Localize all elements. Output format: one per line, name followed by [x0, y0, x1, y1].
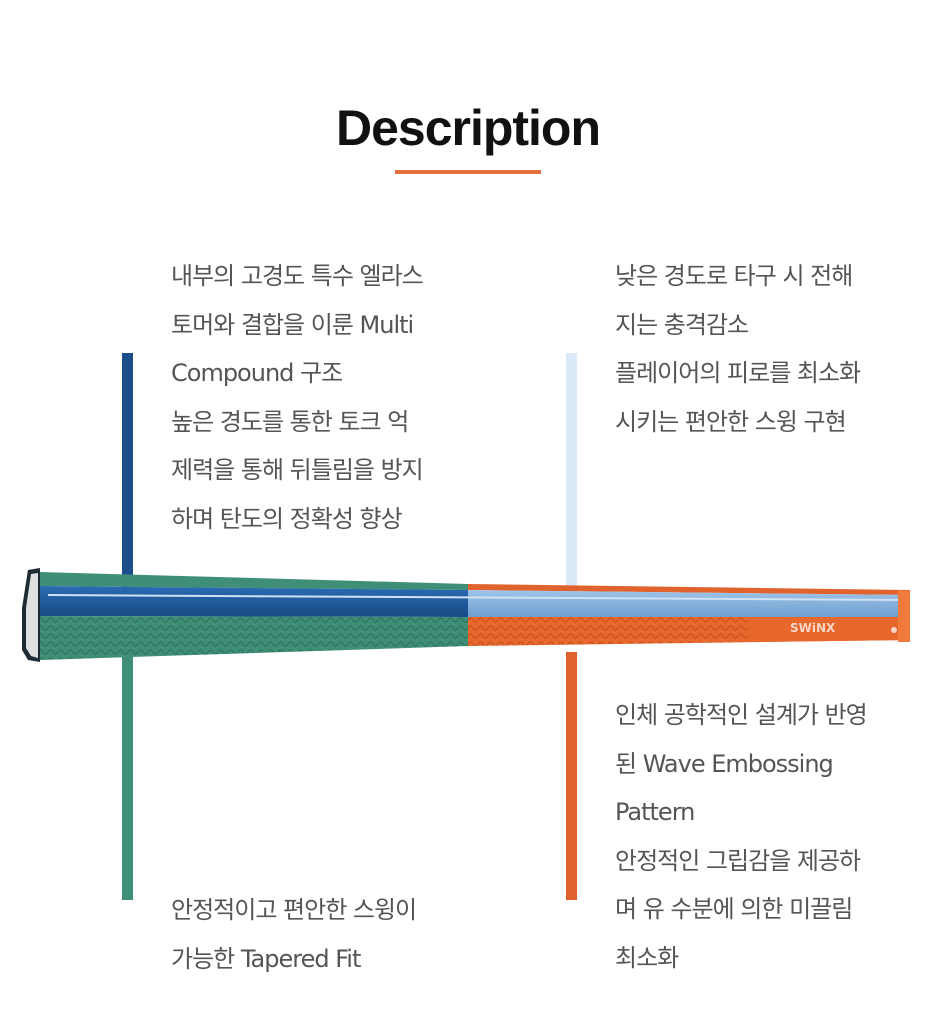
golf-grip-cutaway-illustration: SWiNX	[22, 568, 911, 662]
title-underline	[395, 170, 541, 174]
description-line: 내부의 고경도 특수 엘라스	[171, 262, 424, 290]
description-line: 토머와 결합을 이룬 Multi	[171, 310, 414, 339]
description-line: 안정적이고 편안한 스윙이	[171, 896, 417, 924]
description-line: 낮은 경도로 타구 시 전해	[615, 262, 853, 290]
description-line: 안정적인 그립감을 제공하	[615, 846, 861, 875]
description-low-hardness: 낮은 경도로 타구 시 전해 지는 충격감소 플레이어의 피로를 최소화 시키는…	[615, 252, 861, 446]
grip-logo: SWiNX	[790, 621, 836, 635]
description-line: 지는 충격감소	[615, 310, 749, 339]
callout-line-tapered-fit	[122, 652, 133, 900]
description-inner-structure: 내부의 고경도 특수 엘라스 토머와 결합을 이룬 Multi Compound…	[171, 252, 424, 543]
description-line: 높은 경도를 통한 토크 억	[171, 407, 409, 436]
description-line: 플레이어의 피로를 최소화	[615, 359, 861, 387]
callout-line-inner-structure	[122, 353, 133, 603]
description-line: 최소화	[615, 943, 679, 972]
callout-line-low-hardness	[566, 353, 577, 603]
description-line: 가능한 Tapered Fit	[171, 944, 361, 973]
description-tapered-fit: 안정적이고 편안한 스윙이 가능한 Tapered Fit	[171, 886, 417, 983]
description-line: 된 Wave Embossing	[615, 749, 834, 778]
description-line: 시키는 편안한 스윙 구현	[615, 407, 847, 436]
description-line: Pattern	[615, 798, 695, 826]
description-line: 제력을 통해 뒤틀림을 방지	[171, 456, 424, 484]
page-title: Description	[335, 100, 601, 156]
description-line: 하며 탄도의 정확성 향상	[171, 504, 403, 533]
description-line: 며 유 수분에 의한 미끌림	[615, 895, 853, 923]
callout-line-wave-pattern	[566, 652, 577, 900]
description-line: 인체 공학적인 설계가 반영	[615, 701, 868, 729]
description-wave-pattern: 인체 공학적인 설계가 반영 된 Wave Embossing Pattern …	[615, 691, 868, 982]
description-line: Compound 구조	[171, 359, 343, 387]
